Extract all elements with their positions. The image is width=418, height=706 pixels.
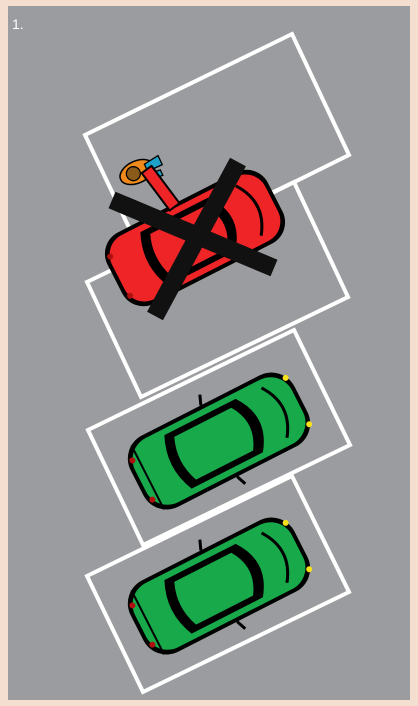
green-car-icon bbox=[114, 500, 323, 673]
green-car-icon bbox=[114, 355, 323, 528]
figure-number-label: 1. bbox=[12, 16, 24, 32]
red-car-icon bbox=[77, 122, 294, 314]
